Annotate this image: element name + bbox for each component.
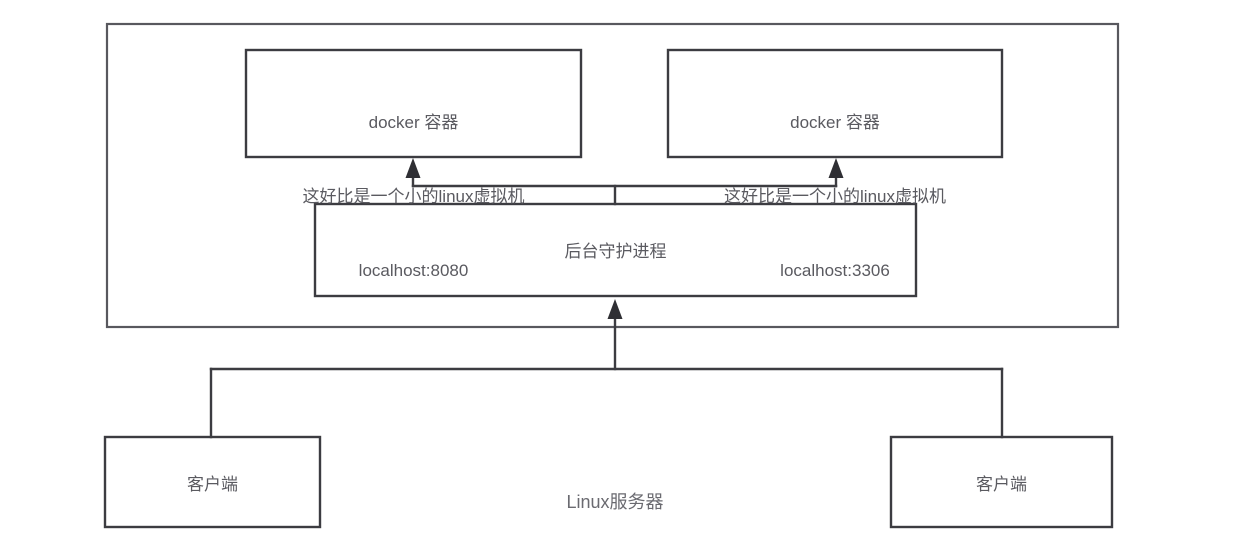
daemon-process-box[interactable] — [313, 202, 918, 298]
arrow-head-to-container-right — [828, 158, 844, 178]
arrow-head-to-container-left — [405, 158, 421, 178]
client-right-box[interactable] — [889, 435, 1114, 529]
arrow-head-to-daemon — [607, 299, 623, 319]
docker-container-right-box[interactable] — [666, 48, 1004, 159]
docker-container-left-box[interactable] — [244, 48, 583, 159]
client-left-box[interactable] — [103, 435, 322, 529]
